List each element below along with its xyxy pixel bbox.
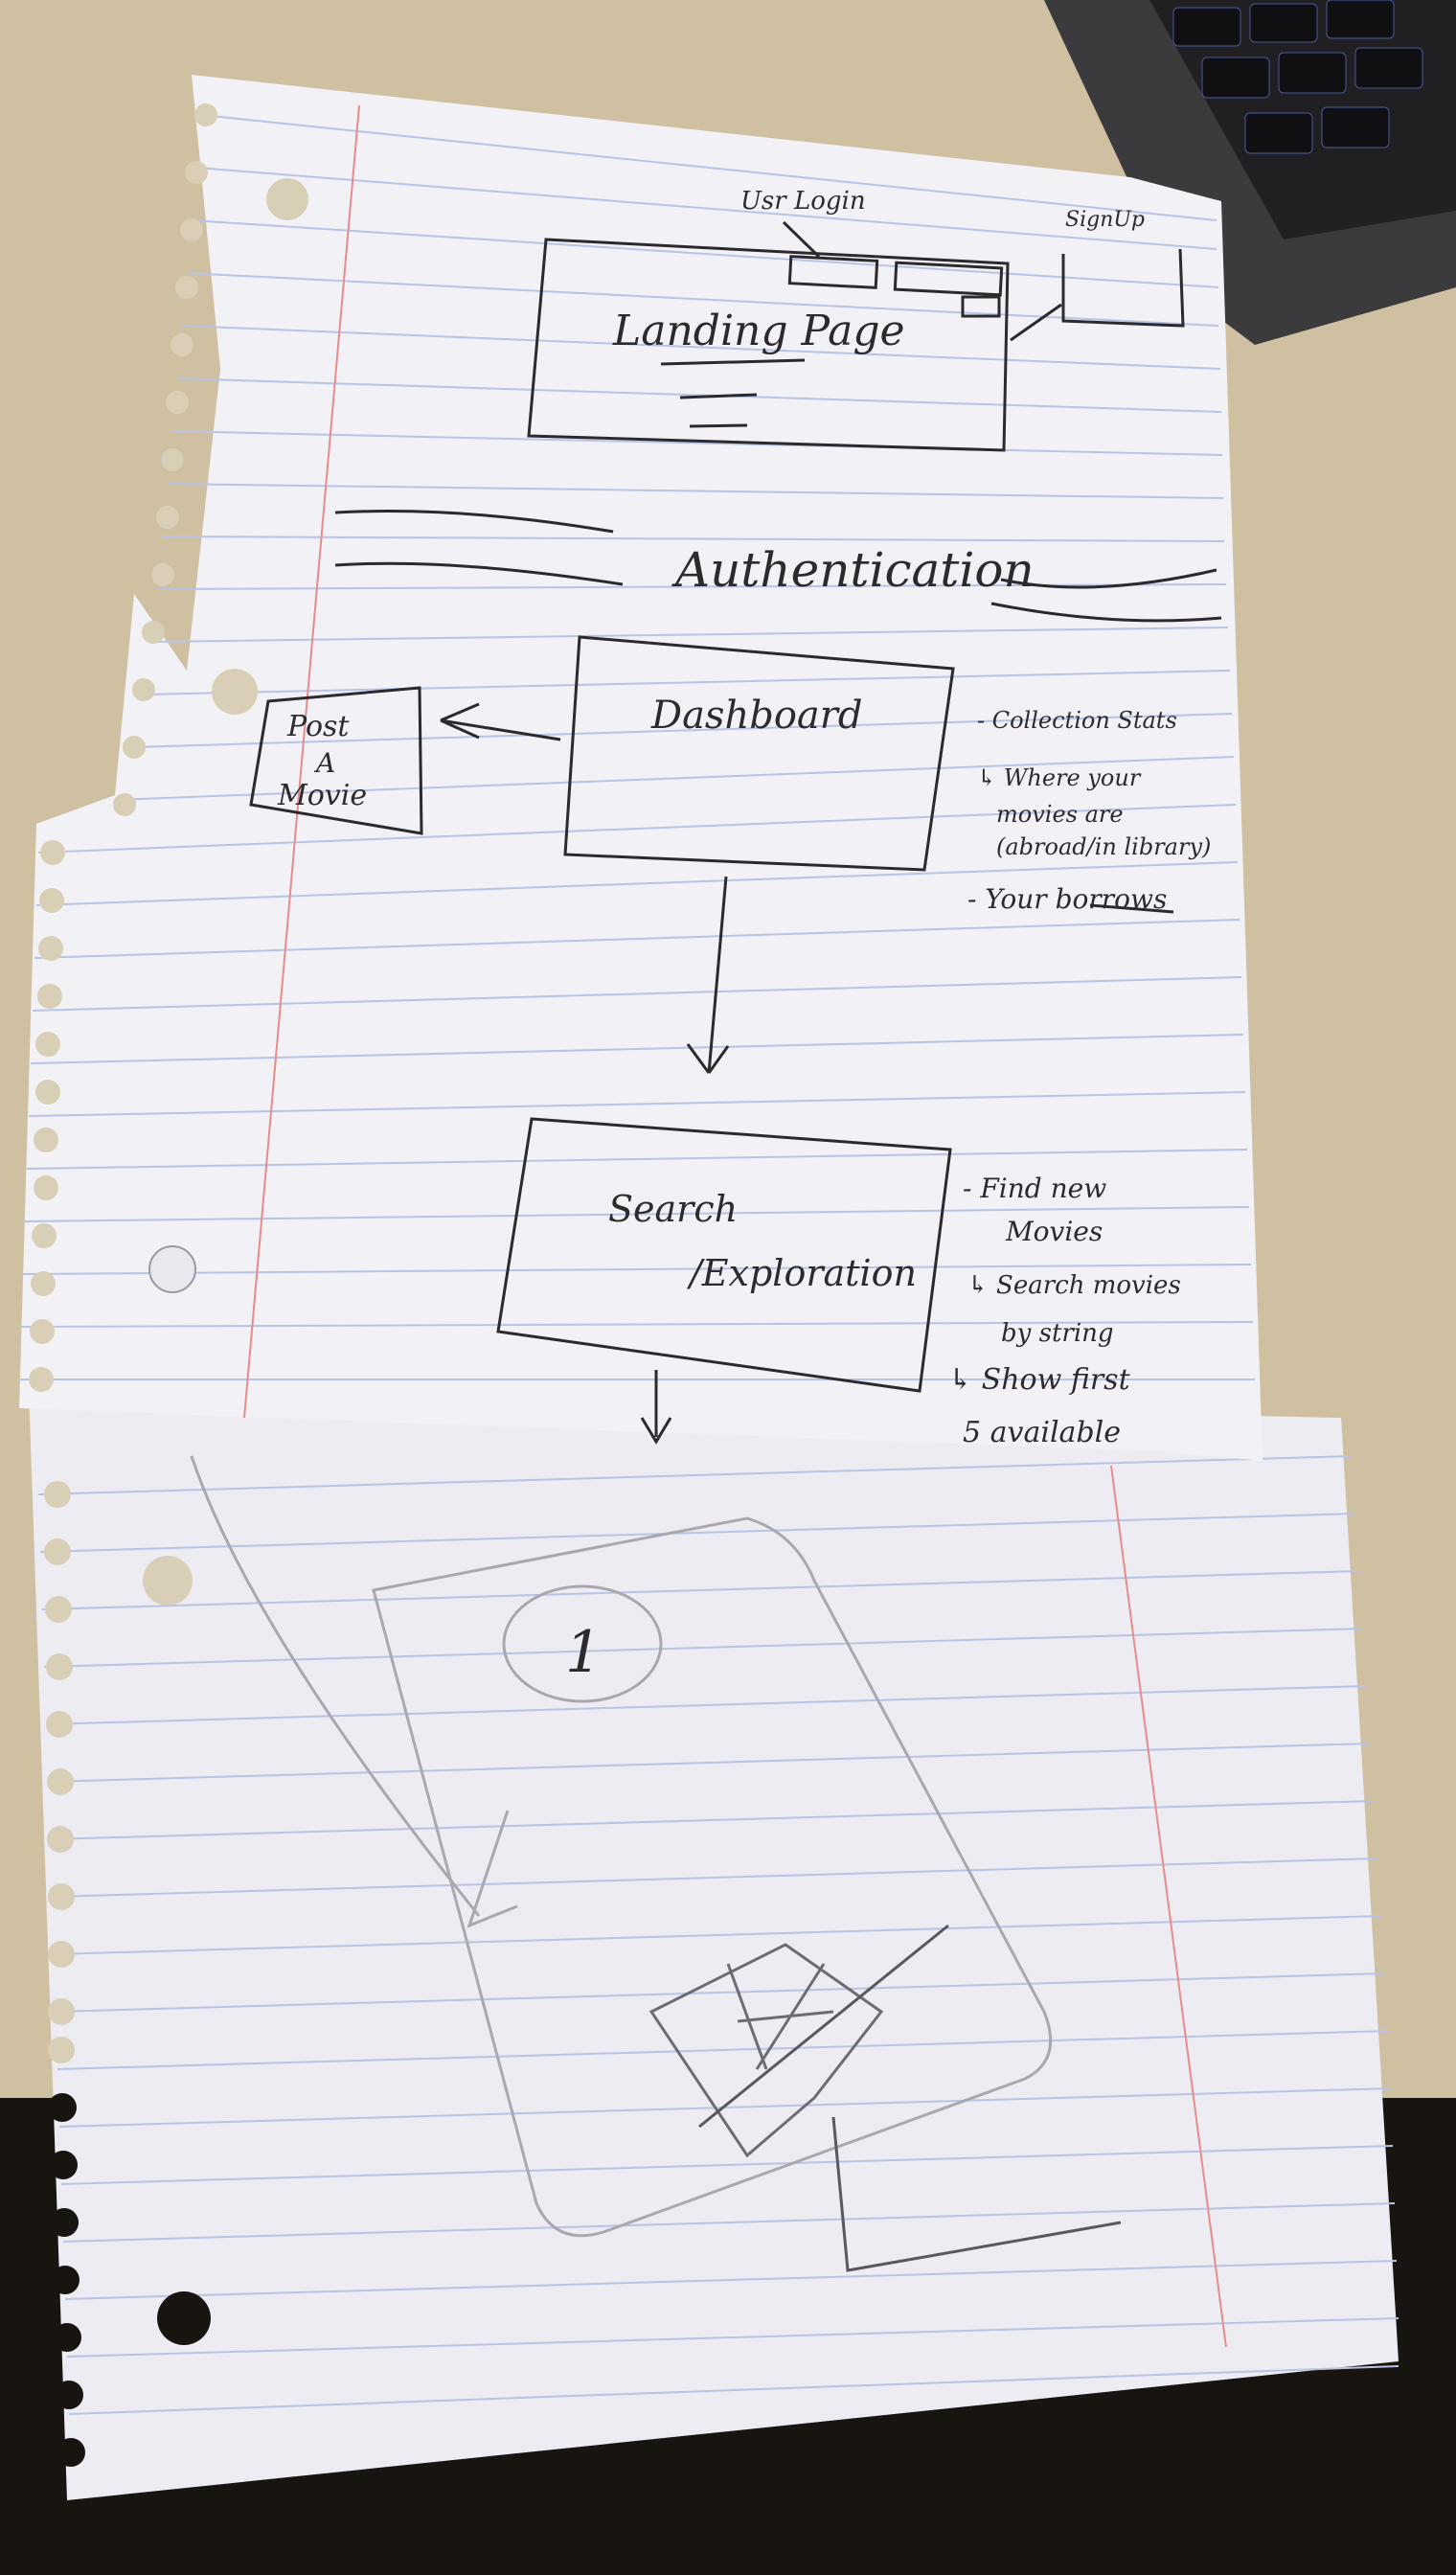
landing-page-box [527,238,1010,452]
login-pointer-arrow [782,220,821,259]
search-note-4: by string [1001,1319,1114,1348]
dashboard-note-5: - Your borrows [967,883,1167,915]
pencil-curve [190,1455,481,1917]
dashboard-note-4: (abroad/in library) [996,833,1211,860]
pencil-cross-line [698,1924,949,2129]
search-note-1: - Find new [963,1173,1106,1204]
pencil-circled-number: 1 [565,1619,602,1686]
search-title-line-1: Search [608,1188,738,1230]
handwritten-labels: Usr Login SignUp Landing Page Authentica… [277,187,1211,1449]
dashboard-to-post-arrow [440,702,561,741]
dashboard-title: Dashboard [650,694,862,738]
authentication-label: Authentication [671,542,1035,598]
auth-divider-left-1 [334,510,614,534]
signup-pointer-arrow [1010,303,1062,342]
bottom-notebook-page [29,1389,1399,2500]
pencil-arrow [466,1810,518,1928]
pencil-shield-shape [648,1943,884,2158]
laptop-corner [1044,0,1456,345]
signup-field-box[interactable] [893,261,1004,297]
dashboard-note-2: ↳ Where your [977,764,1142,791]
search-title-line-2: /Exploration [686,1252,917,1294]
post-movie-line-3: Movie [277,779,367,812]
dashboard-to-search-arrow [686,876,730,1074]
landing-scribble-lines [660,358,806,428]
pencil-card-outline [372,1516,1053,2238]
post-movie-box [249,686,423,835]
search-note-5: ↳ Show first [948,1363,1131,1397]
dashboard-box [563,635,955,872]
pencil-circle [502,1584,663,1703]
auth-divider-right-2 [990,602,1222,623]
landing-page-title: Landing Page [612,307,905,355]
search-note-2: Movies [1005,1216,1103,1247]
signup-popup-box [1061,248,1185,328]
signup-label: SignUp [1065,208,1145,232]
auth-divider-left-2 [334,561,624,586]
dashboard-note-3: movies are [996,801,1124,828]
post-movie-line-1: Post [286,710,350,743]
borrows-underline [1089,903,1174,914]
auth-divider-right-1 [1000,568,1217,589]
login-field-box[interactable] [787,255,879,289]
search-down-arrow [640,1370,672,1445]
search-note-6: 5 available [963,1416,1121,1449]
wireframe-ink [249,220,1222,1445]
landing-button-box[interactable] [961,295,1001,318]
pencil-sketch: 1 [190,1455,1122,2272]
top-notebook-page [19,75,1263,1461]
post-movie-line-2: A [313,747,335,779]
dashboard-note-1: - Collection Stats [977,707,1177,734]
search-note-3: ↳ Search movies [967,1271,1181,1300]
pencil-scribble [726,1963,834,2070]
pencil-tail-line [831,2116,1122,2272]
search-box [496,1117,952,1393]
user-login-label: Usr Login [740,187,866,216]
